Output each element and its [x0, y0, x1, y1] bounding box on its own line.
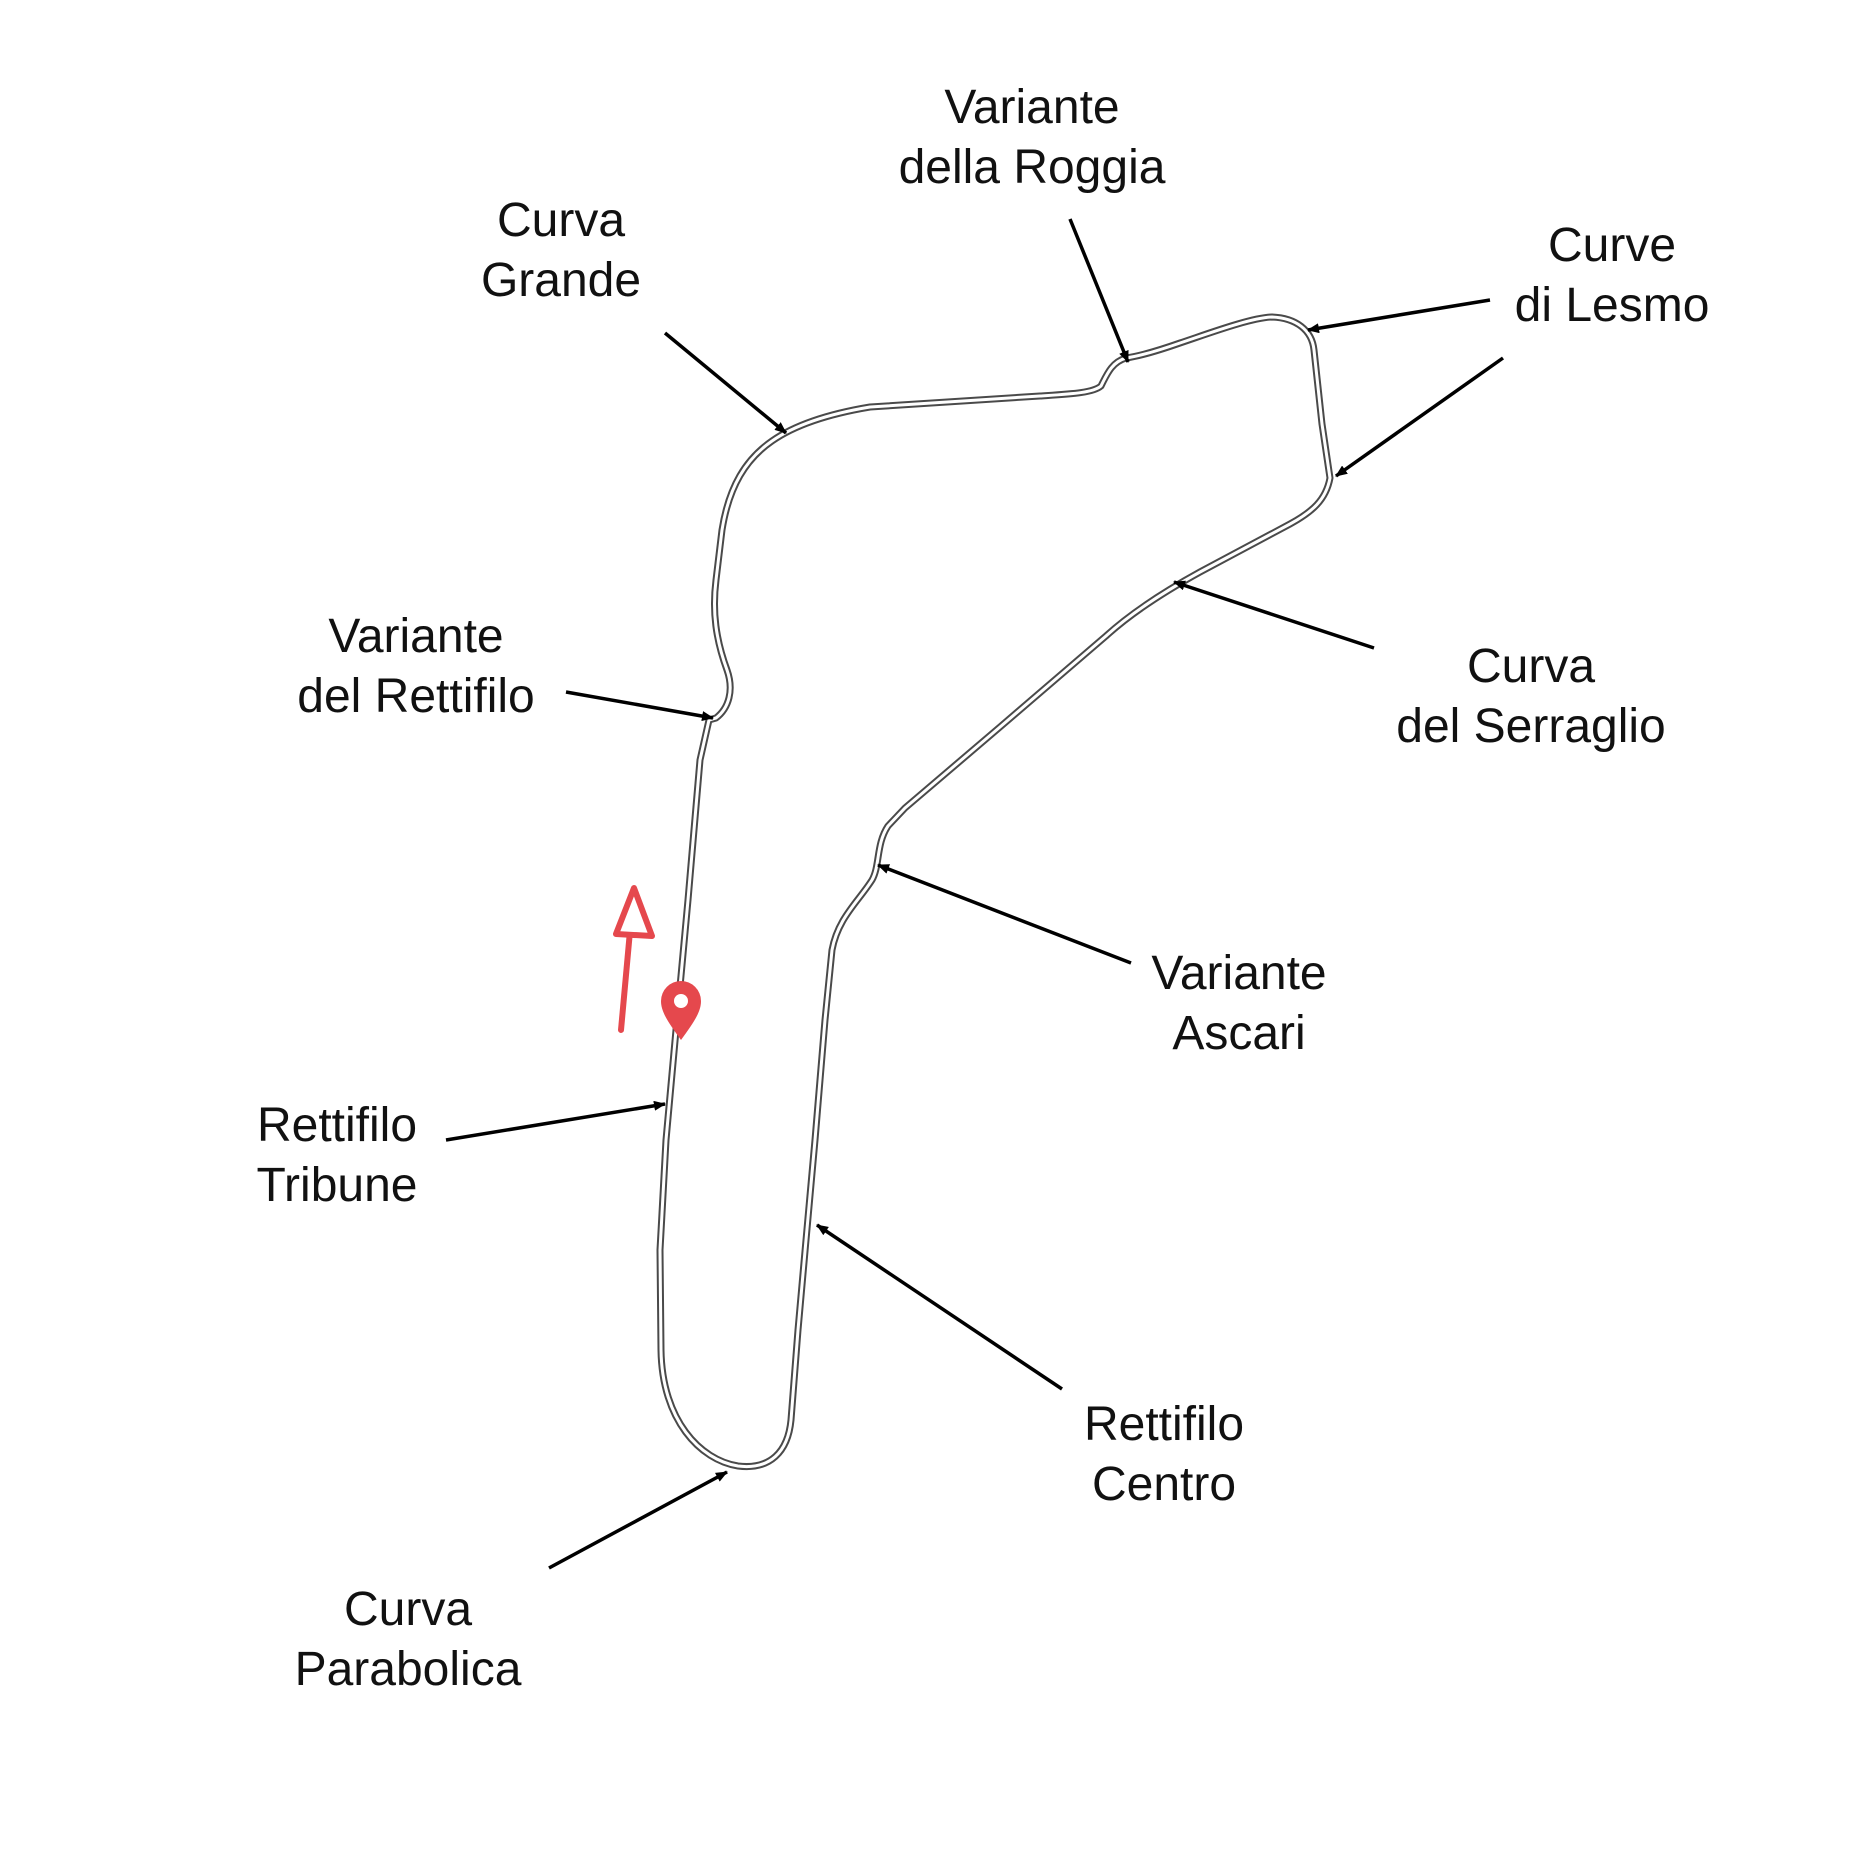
- arrow-variante-ascari: [877, 863, 1132, 965]
- arrow-curva-grande: [663, 331, 788, 435]
- arrow-variante-del-rettifilo: [565, 690, 714, 722]
- label-variante-del-rettifilo: Variante del Rettifilo: [297, 610, 535, 723]
- pointer-arrows: [445, 218, 1505, 1570]
- label-rettifilo-centro: Rettifilo Centro: [1083, 1398, 1245, 1511]
- race-track: [656, 313, 1334, 1471]
- label-curve-di-lesmo: Curve di Lesmo: [1514, 219, 1710, 332]
- arrow-curva-del-serraglio: [1173, 580, 1375, 650]
- label-variante-della-roggia: Variante della Roggia: [898, 81, 1166, 194]
- label-curva-grande: Curva Grande: [480, 194, 642, 307]
- label-curva-del-serraglio: Curva del Serraglio: [1396, 640, 1666, 753]
- arrow-curve-di-lesmo-upper: [1307, 298, 1491, 334]
- arrow-rettifilo-centro: [816, 1223, 1063, 1391]
- map-pin-icon: [661, 981, 701, 1040]
- label-rettifilo-tribune: Rettifilo Tribune: [256, 1099, 418, 1212]
- label-variante-ascari: Variante Ascari: [1151, 947, 1327, 1060]
- track-line: [656, 313, 1334, 1471]
- arrow-curva-parabolica: [548, 1470, 728, 1570]
- arrow-rettifilo-tribune: [445, 1100, 666, 1142]
- up-arrow-icon: [613, 885, 655, 1033]
- arrow-variante-della-roggia: [1068, 218, 1130, 363]
- track-inner-line: [658, 315, 1332, 1469]
- arrow-curve-di-lesmo-lower: [1334, 356, 1505, 478]
- label-curva-parabolica: Curva Parabolica: [294, 1583, 522, 1696]
